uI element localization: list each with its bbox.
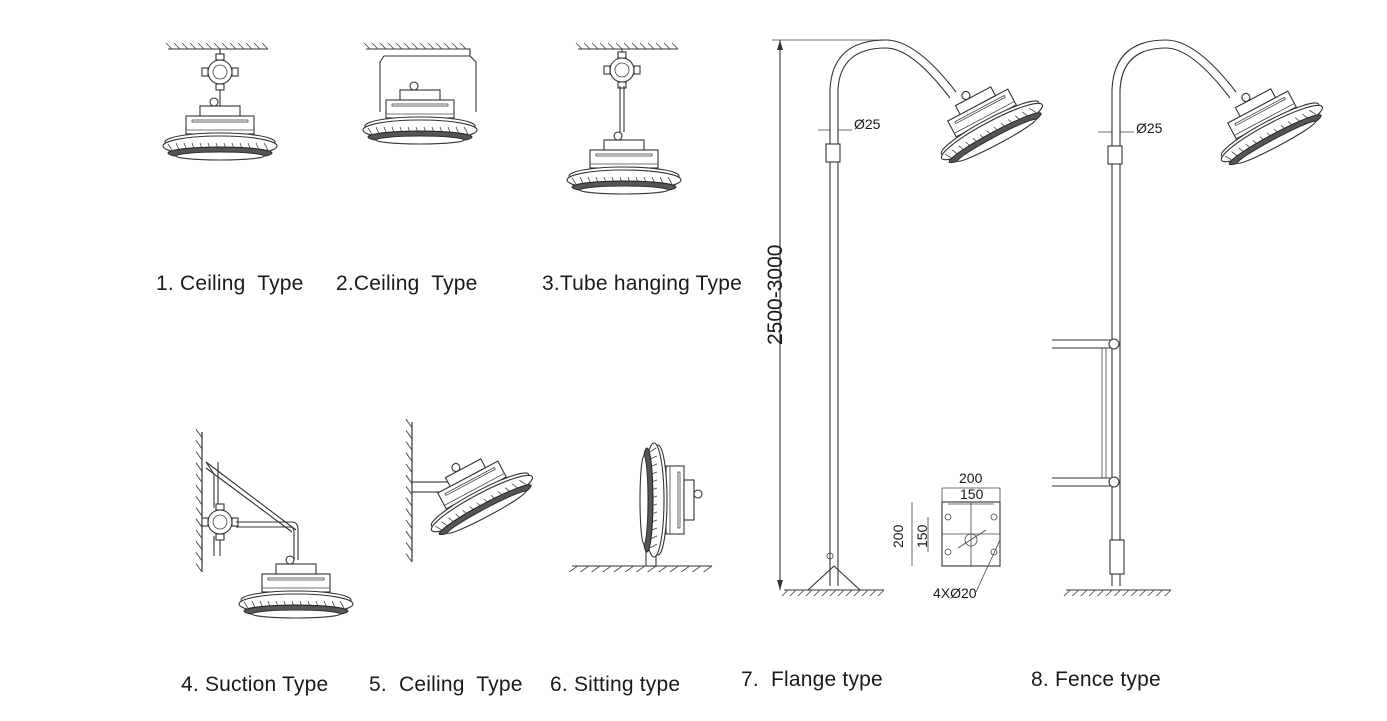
pole-diameter-label-8: Ø25	[1136, 120, 1163, 136]
diagram-tube-hanging-type	[566, 42, 682, 195]
flange-outer-height: 200	[890, 524, 906, 548]
pole-height-dimension: 2500-3000	[764, 244, 787, 345]
flange-inner-height: 150	[914, 524, 930, 548]
diagram-fence-type	[1052, 39, 1330, 597]
label-ceiling-type-5: 5. Ceiling Type	[369, 673, 523, 696]
diagram-sitting-type	[568, 442, 713, 573]
diagram-flange-type	[772, 39, 1050, 597]
diagram-suction-type	[195, 428, 354, 619]
diagram-ceiling-type-1	[162, 42, 278, 161]
label-ceiling-type-2: 2.Ceiling Type	[336, 272, 478, 295]
flange-holes-label: 4XØ20	[933, 585, 977, 601]
diagram-ceiling-type-5	[405, 418, 540, 563]
label-sitting-type: 6. Sitting type	[550, 673, 681, 696]
label-ceiling-type-1: 1. Ceiling Type	[156, 272, 304, 295]
flange-inner-width: 150	[960, 486, 984, 502]
diagram-ceiling-type-2	[362, 42, 478, 145]
label-tube-hanging-type: 3.Tube hanging Type	[542, 272, 742, 295]
label-flange-type: 7. Flange type	[741, 668, 883, 691]
label-fence-type: 8. Fence type	[1031, 668, 1161, 691]
pole-diameter-label-7: Ø25	[854, 116, 881, 132]
label-suction-type: 4. Suction Type	[181, 673, 329, 696]
flange-outer-width: 200	[959, 470, 983, 486]
